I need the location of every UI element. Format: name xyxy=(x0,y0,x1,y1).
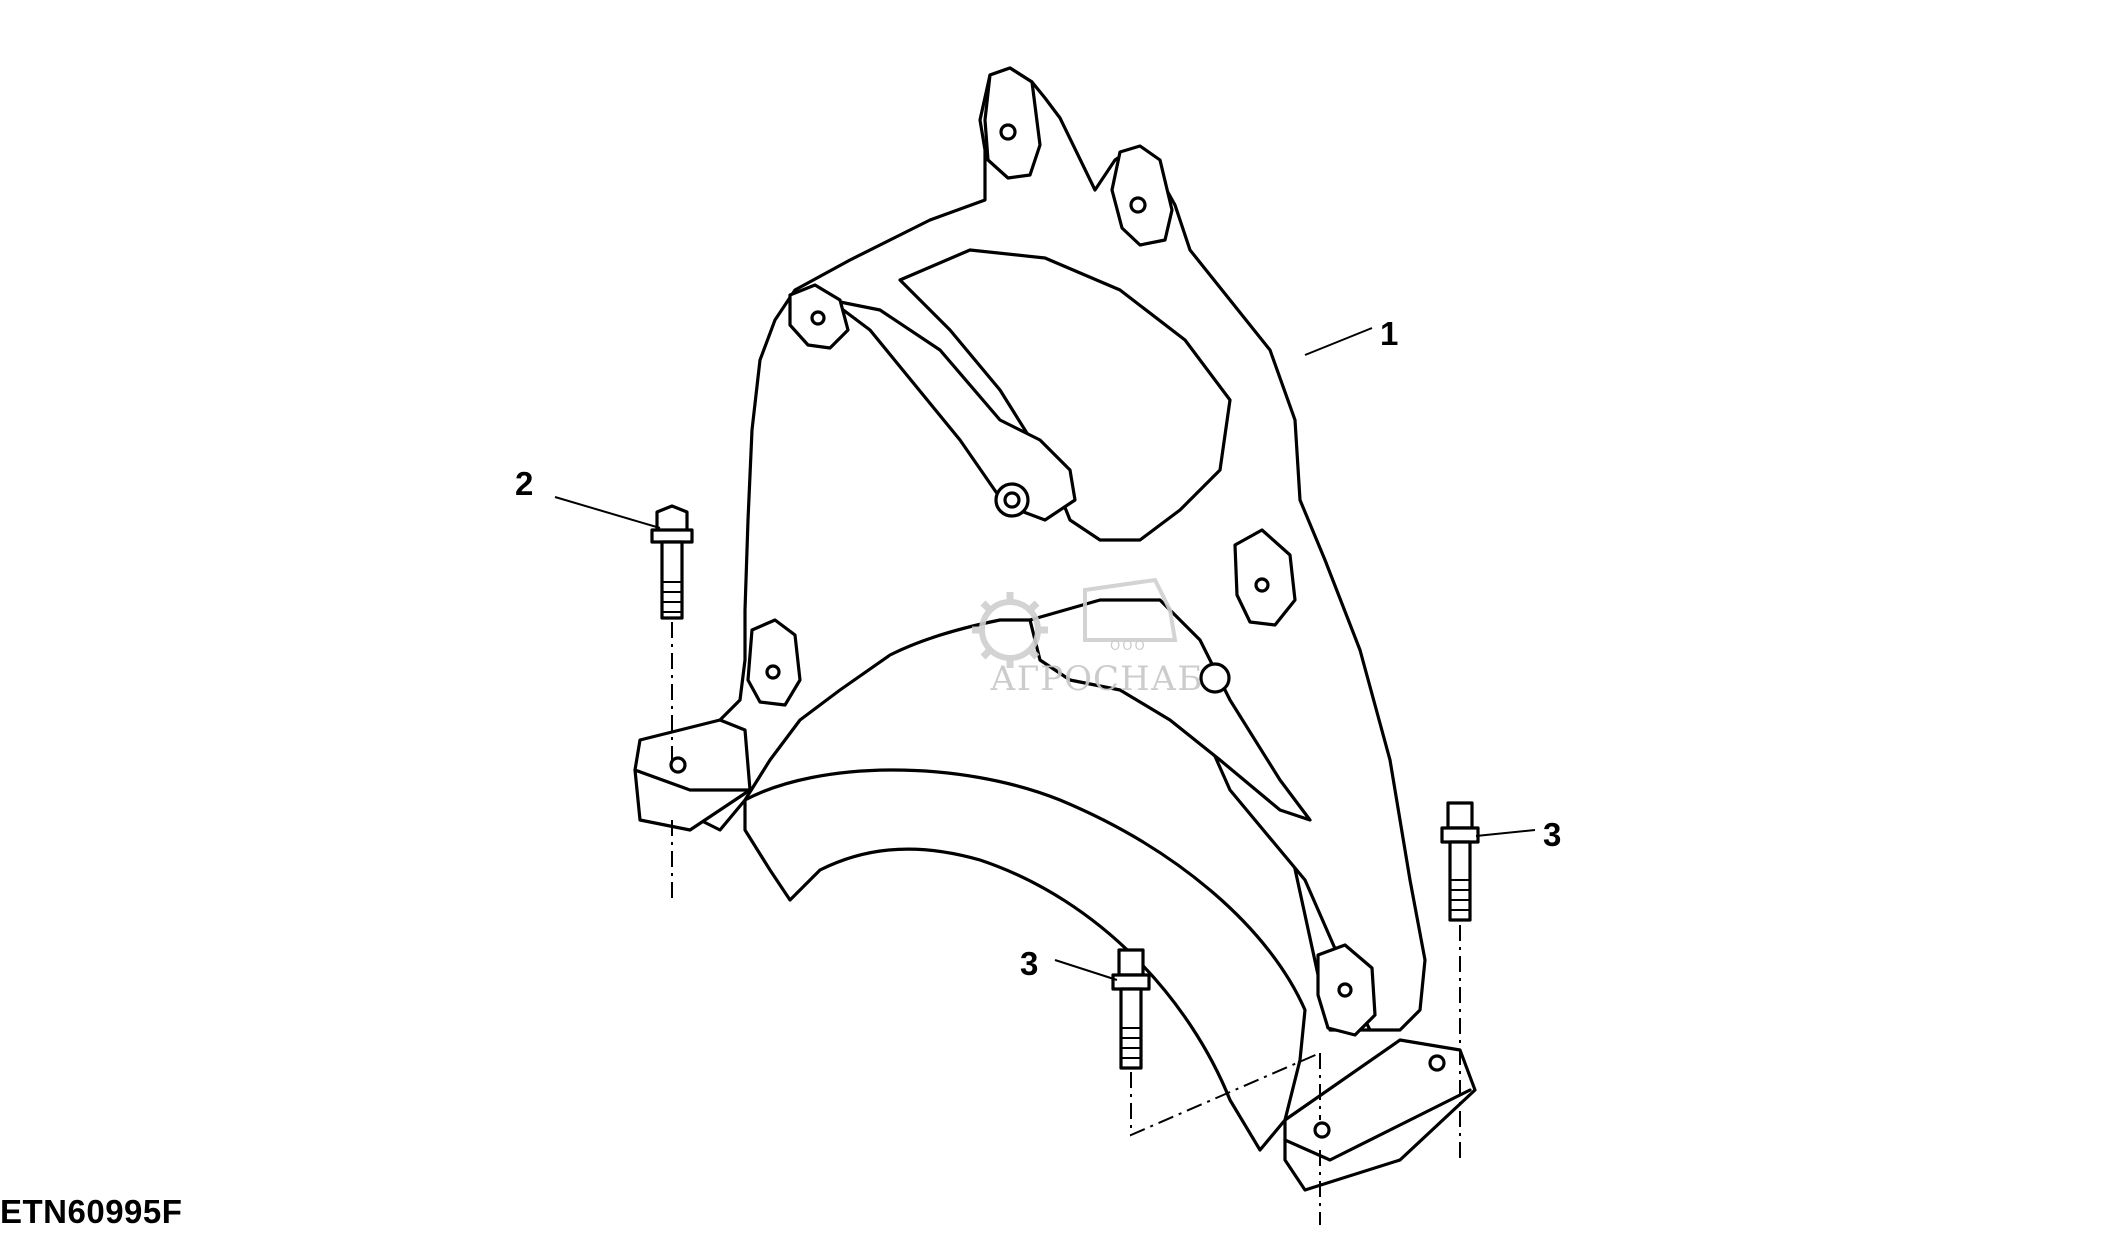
support-bracket xyxy=(633,66,1477,1192)
callout-3-lower: 3 xyxy=(1020,945,1038,982)
callout-3-right: 3 xyxy=(1543,816,1561,853)
figure-id: ETN60995F xyxy=(0,1193,183,1230)
callout-2: 2 xyxy=(515,465,533,502)
hex-flange-bolt xyxy=(650,504,694,620)
callout-1: 1 xyxy=(1380,315,1398,352)
stud-bolt-lower xyxy=(1111,948,1151,1070)
leader-lines xyxy=(554,327,1536,981)
watermark-brand: АГРОСНАБ xyxy=(990,659,1203,699)
watermark-prefix: ООО xyxy=(1110,639,1147,654)
watermark-logo: ООО АГРОСНАБ xyxy=(972,577,1203,699)
assembly-center-lines xyxy=(671,622,1461,1225)
gear-icon xyxy=(972,592,1048,668)
stud-bolt-right xyxy=(1440,801,1480,922)
tractor-icon xyxy=(1083,577,1178,642)
